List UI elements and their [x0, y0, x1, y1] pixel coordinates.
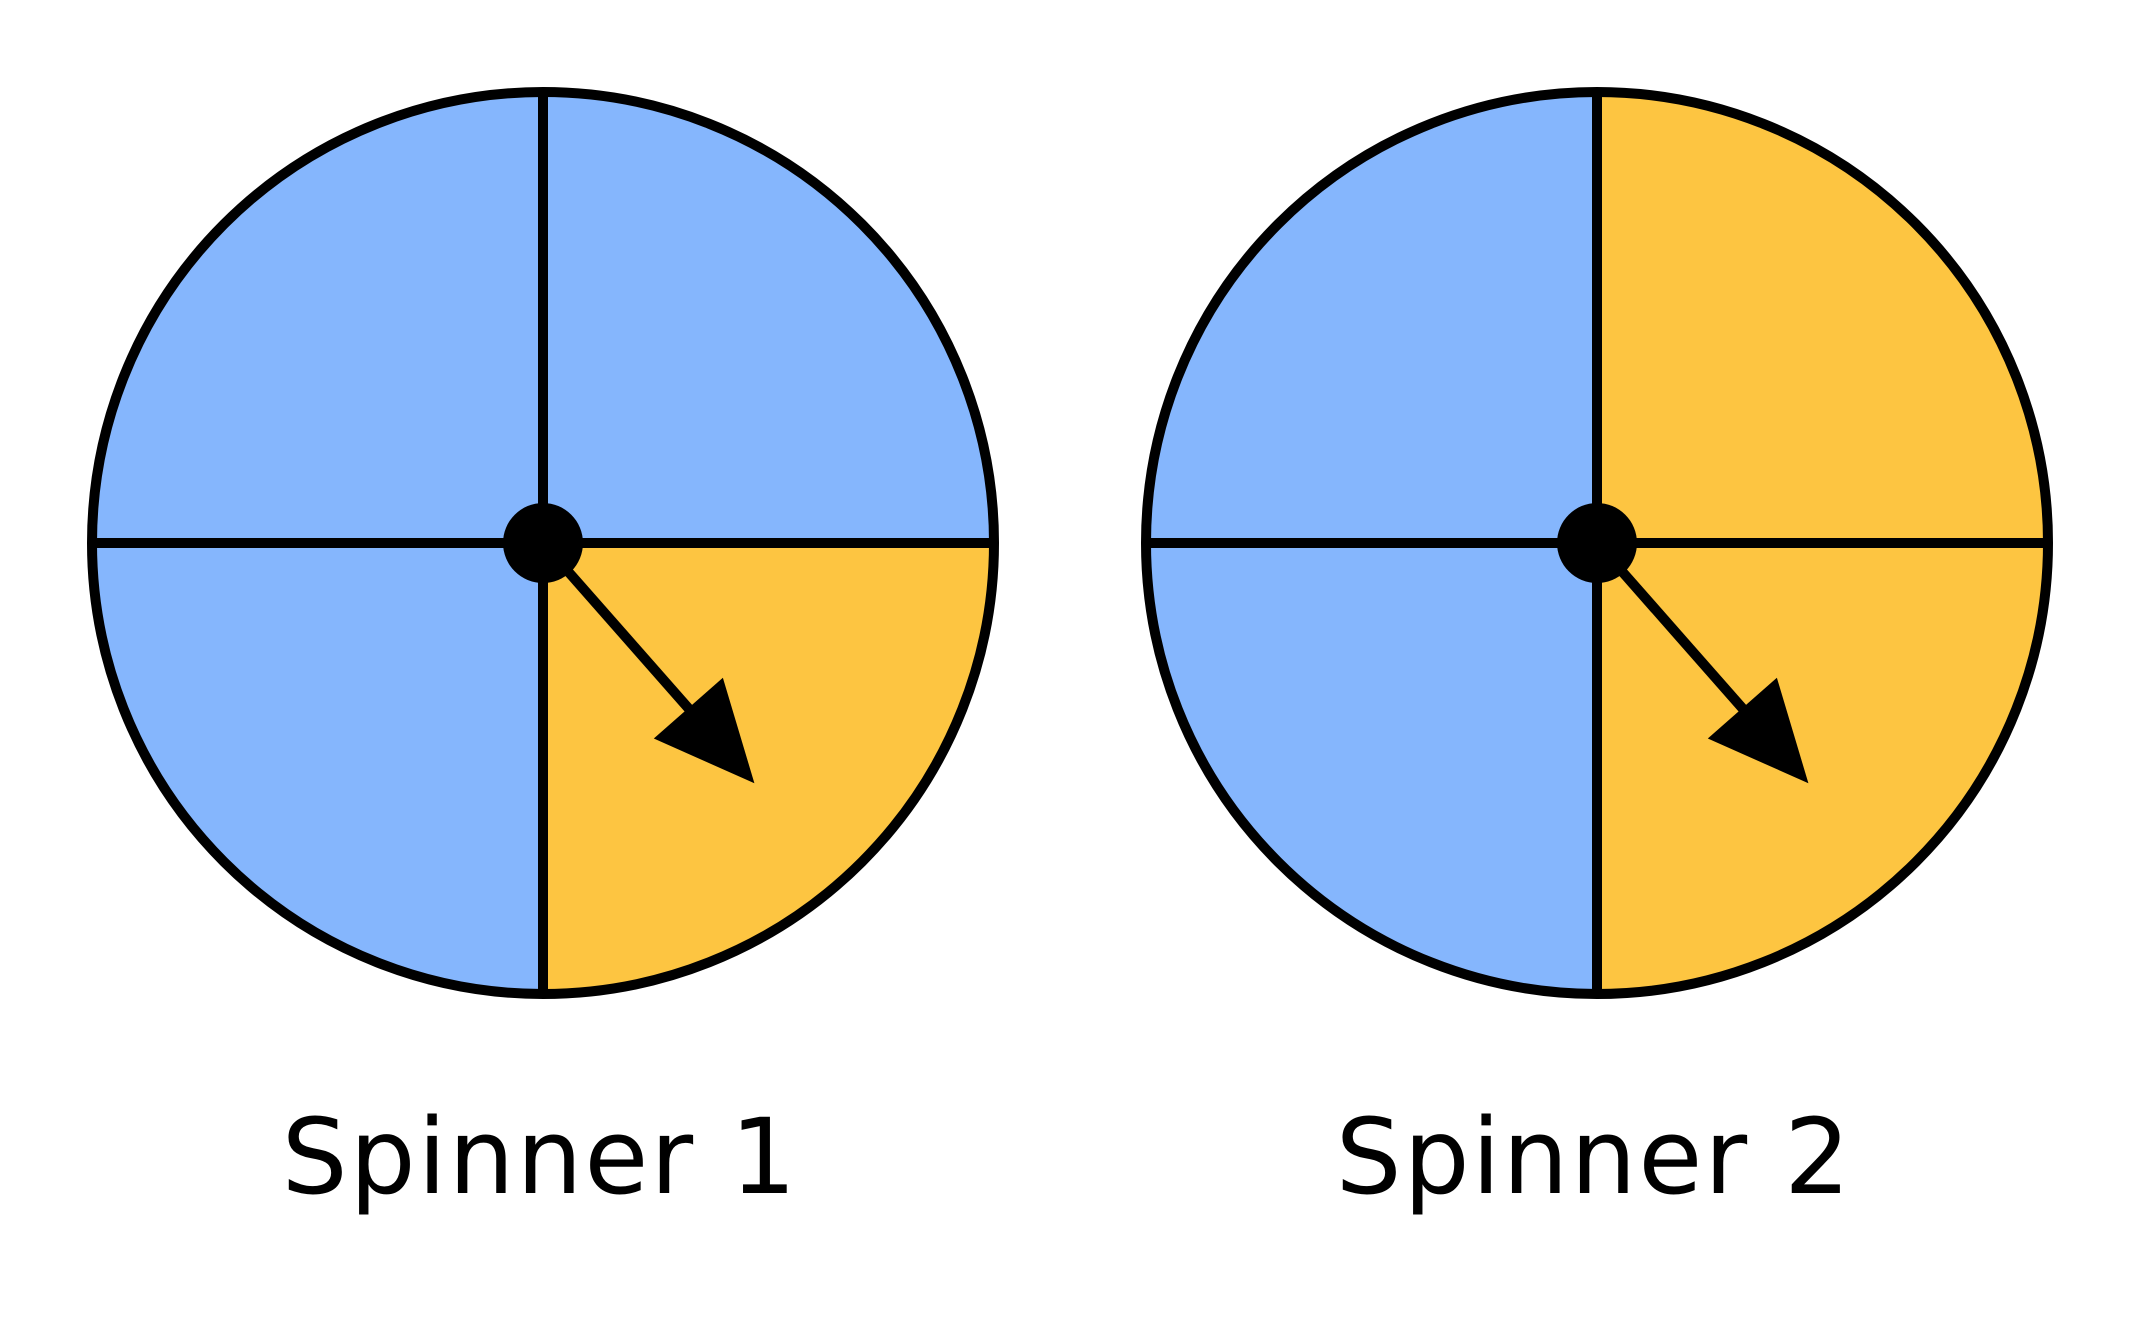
spinner-1-section-bottom-right [543, 543, 994, 994]
spinner-2-section-bottom-right [1597, 543, 2048, 994]
spinner-1-section-top-left [92, 92, 543, 543]
spinner-2 [1141, 87, 2053, 999]
spinner-2-hub [1557, 503, 1637, 583]
spinner-2-label: Spinner 2 [1335, 1096, 1853, 1218]
spinner-1-arrow-head [653, 677, 755, 784]
spinner-2-arrow-head [1707, 677, 1809, 784]
spinner-2-section-bottom-left [1146, 543, 1597, 994]
spinner-1-section-top-right [543, 92, 994, 543]
spinner-1-hub [503, 503, 583, 583]
spinner-1-label: Spinner 1 [281, 1096, 799, 1218]
spinner-1-arrow-shaft [539, 539, 712, 734]
spinner-2-arrow-shaft [1593, 539, 1766, 734]
spinner-2-section-top-right [1597, 92, 2048, 543]
spinner-1-section-bottom-left [92, 543, 543, 994]
spinner-1-outline [87, 87, 999, 999]
spinner-1 [87, 87, 999, 999]
spinner-2-outline [1141, 87, 2053, 999]
spinner-2-section-top-left [1146, 92, 1597, 543]
